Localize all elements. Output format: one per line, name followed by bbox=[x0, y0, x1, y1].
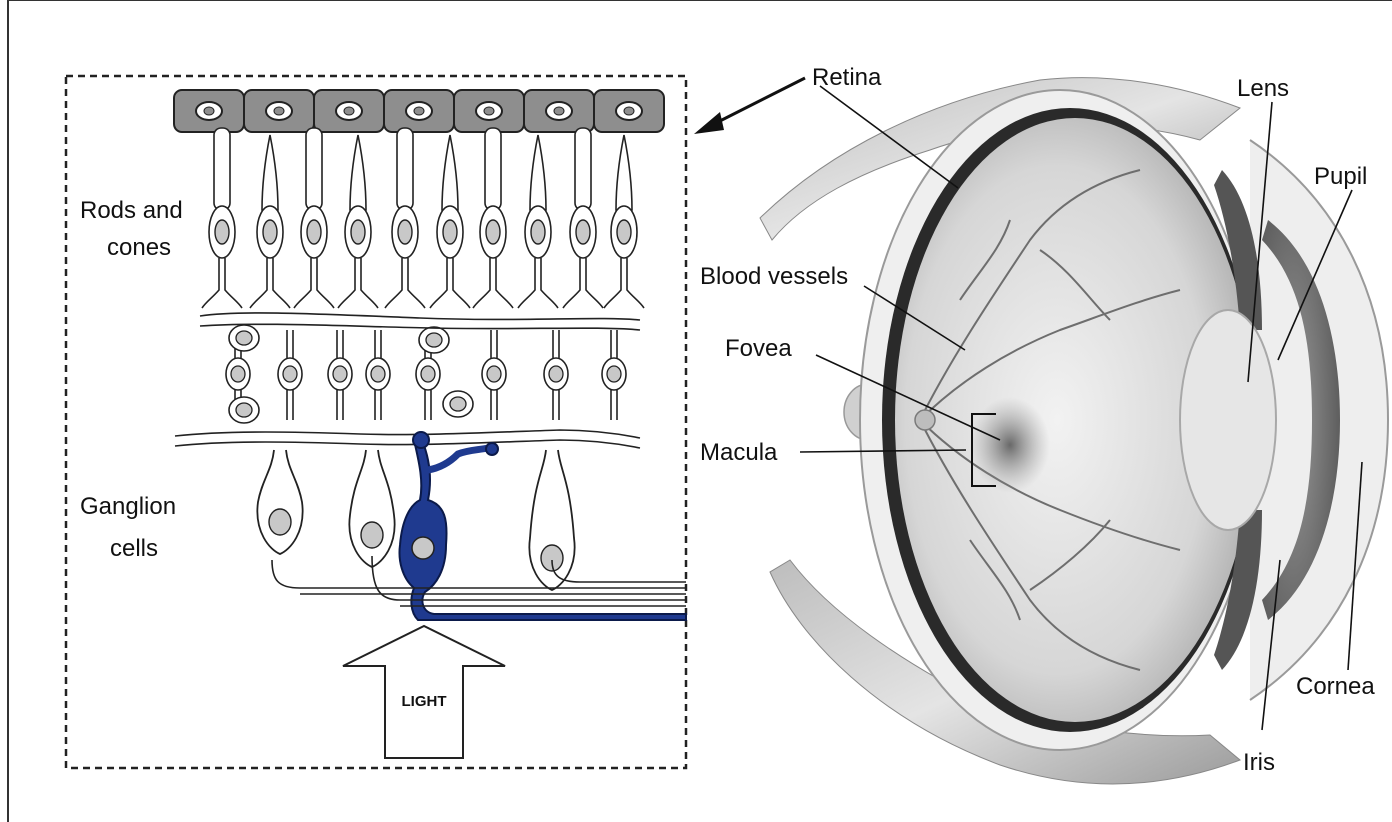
photoreceptor-nucleus bbox=[263, 220, 277, 244]
rod-outer-segment bbox=[485, 128, 501, 210]
eye-illustration bbox=[760, 78, 1388, 784]
bipolar-nucleus bbox=[371, 366, 385, 382]
ganglion-nucleus bbox=[361, 522, 383, 548]
bipolar-cells-layer bbox=[226, 325, 626, 423]
bipolar-nucleus bbox=[283, 366, 297, 382]
pigment-cell-nucleolus bbox=[344, 107, 354, 115]
ganglion-cells-label-line1: Ganglion bbox=[80, 493, 176, 520]
pupil-label: Pupil bbox=[1314, 163, 1367, 190]
macula-label: Macula bbox=[700, 439, 778, 466]
ganglion-cells-label-line2: cells bbox=[110, 535, 158, 562]
bipolar-nucleus bbox=[607, 366, 621, 382]
interneuron-nucleus bbox=[236, 331, 252, 345]
photoreceptor-nucleus bbox=[307, 220, 321, 244]
interneuron-nucleus bbox=[426, 333, 442, 347]
photoreceptor-axon bbox=[518, 258, 558, 308]
photoreceptor-axon bbox=[563, 258, 603, 308]
cone-outer-segment bbox=[530, 135, 546, 210]
highlighted-ganglion-nucleus bbox=[412, 537, 434, 559]
ganglion-cell bbox=[349, 450, 394, 567]
bipolar-nucleus bbox=[549, 366, 563, 382]
photoreceptor-axon bbox=[294, 258, 334, 308]
rods-and-cones-layer bbox=[202, 128, 644, 308]
light-arrow: LIGHT bbox=[343, 626, 505, 758]
photoreceptor-nucleus bbox=[576, 220, 590, 244]
bipolar-nucleus bbox=[421, 366, 435, 382]
optic-disc bbox=[915, 410, 935, 430]
photoreceptor-axon bbox=[473, 258, 513, 308]
iris-label: Iris bbox=[1243, 749, 1275, 776]
ganglion-cell bbox=[257, 450, 302, 554]
photoreceptor-nucleus bbox=[617, 220, 631, 244]
photoreceptor-nucleus bbox=[486, 220, 500, 244]
pigment-epithelium bbox=[174, 90, 664, 132]
photoreceptor-axon bbox=[385, 258, 425, 308]
lens bbox=[1180, 310, 1276, 530]
retina-pointer-arrow bbox=[694, 78, 805, 134]
fovea-label: Fovea bbox=[725, 335, 792, 362]
bipolar-nucleus bbox=[231, 366, 245, 382]
interneuron-nucleus bbox=[450, 397, 466, 411]
ganglion-nucleus bbox=[269, 509, 291, 535]
photoreceptor-axon bbox=[202, 258, 242, 308]
bipolar-nucleus bbox=[487, 366, 501, 382]
photoreceptor-nucleus bbox=[351, 220, 365, 244]
lens-label: Lens bbox=[1237, 75, 1289, 102]
interneuron-nucleus bbox=[236, 403, 252, 417]
rods-and-cones-label-line1: Rods and bbox=[80, 197, 183, 224]
pigment-cell-nucleolus bbox=[624, 107, 634, 115]
photoreceptor-axon bbox=[604, 258, 644, 308]
photoreceptor-nucleus bbox=[443, 220, 457, 244]
rod-outer-segment bbox=[214, 128, 230, 210]
photoreceptor-nucleus bbox=[215, 220, 229, 244]
retina-panel: LIGHT Rods and cones Ganglion cells bbox=[66, 76, 686, 768]
cone-outer-segment bbox=[350, 135, 366, 210]
photoreceptor-axon bbox=[338, 258, 378, 308]
optic-nerve-fibers bbox=[272, 556, 686, 606]
light-label: LIGHT bbox=[402, 693, 447, 710]
rods-and-cones-label-line2: cones bbox=[107, 234, 171, 261]
blood-vessels-label: Blood vessels bbox=[700, 263, 848, 290]
pigment-cell-nucleolus bbox=[204, 107, 214, 115]
rod-outer-segment bbox=[397, 128, 413, 210]
retina-label: Retina bbox=[812, 64, 882, 91]
photoreceptor-nucleus bbox=[531, 220, 545, 244]
cone-outer-segment bbox=[442, 135, 458, 210]
photoreceptor-axon bbox=[250, 258, 290, 308]
photoreceptor-nucleus bbox=[398, 220, 412, 244]
fovea-spot bbox=[970, 397, 1050, 493]
cone-outer-segment bbox=[616, 135, 632, 210]
pigment-cell-nucleolus bbox=[414, 107, 424, 115]
pigment-cell-nucleolus bbox=[274, 107, 284, 115]
pigment-cell-nucleolus bbox=[484, 107, 494, 115]
rod-outer-segment bbox=[306, 128, 322, 210]
pigment-cell-nucleolus bbox=[554, 107, 564, 115]
rod-outer-segment bbox=[575, 128, 591, 210]
cone-outer-segment bbox=[262, 135, 278, 210]
photoreceptor-axon bbox=[430, 258, 470, 308]
cornea-label: Cornea bbox=[1296, 673, 1375, 700]
bipolar-nucleus bbox=[333, 366, 347, 382]
